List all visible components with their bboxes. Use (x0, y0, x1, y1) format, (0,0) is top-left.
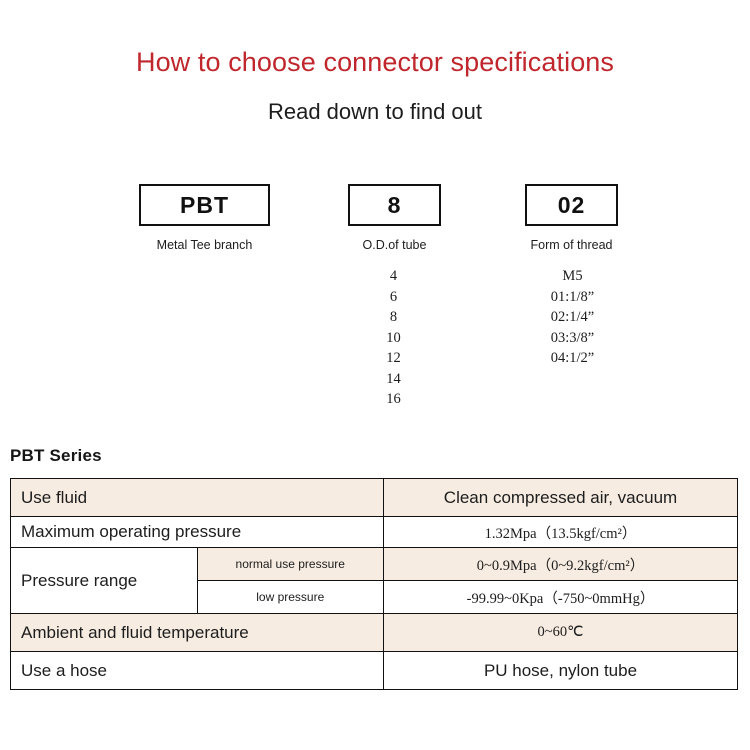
spec-label-temperature: Ambient and fluid temperature (10, 613, 384, 652)
code-box-thread-form: 02 (525, 184, 618, 226)
specification-table: Use fluid Clean compressed air, vacuum M… (10, 478, 738, 690)
table-row: Use a hose PU hose, nylon tube (10, 651, 738, 690)
spec-label-hose: Use a hose (10, 651, 384, 690)
code-option: 6 (389, 288, 398, 305)
spec-value-low-pressure: -99.99~0Kpa（-750~0mmHg） (383, 580, 738, 614)
table-row: Ambient and fluid temperature 0~60℃ (10, 613, 738, 652)
code-option: 03:3/8” (550, 329, 595, 346)
code-caption-tube-od: O.D.of tube (362, 238, 427, 252)
table-row: Maximum operating pressure 1.32Mpa（13.5k… (10, 516, 738, 548)
code-options-thread-form: M5 01:1/8” 02:1/4” 03:3/8” 04:1/2” (527, 266, 618, 369)
code-box-tube-od: 8 (348, 184, 441, 226)
spec-sublabel-normal-use-pressure: normal use pressure (196, 547, 384, 581)
page-subtitle: Read down to find out (267, 99, 483, 124)
spec-sublabel-low-pressure: low pressure (196, 580, 384, 614)
series-heading: PBT Series (10, 446, 102, 465)
code-option: M5 (562, 268, 583, 284)
code-option: 10 (386, 329, 401, 346)
code-option: 8 (389, 309, 398, 325)
spec-value-hose: PU hose, nylon tube (383, 651, 738, 690)
table-row: Pressure range normal use pressure 0~0.9… (10, 547, 738, 614)
code-option: 4 (389, 268, 398, 284)
table-row: Use fluid Clean compressed air, vacuum (10, 478, 738, 517)
code-caption-thread-form: Form of thread (530, 238, 613, 252)
code-box-series: PBT (139, 184, 270, 226)
spec-value-use-fluid: Clean compressed air, vacuum (383, 478, 738, 517)
spec-label-max-pressure: Maximum operating pressure (10, 516, 384, 548)
code-option: 16 (386, 391, 401, 407)
code-column-tube-od: 8 O.D.of tube 4 6 8 10 12 14 16 (348, 184, 441, 410)
code-column-thread-form: 02 Form of thread M5 01:1/8” 02:1/4” 03:… (525, 184, 618, 369)
code-column-series: PBT Metal Tee branch (139, 184, 270, 266)
spec-value-max-pressure: 1.32Mpa（13.5kgf/cm²） (383, 516, 738, 548)
spec-value-normal-use-pressure: 0~0.9Mpa（0~9.2kgf/cm²） (383, 547, 738, 581)
code-caption-series: Metal Tee branch (156, 238, 253, 252)
code-option: 02:1/4” (550, 309, 595, 325)
code-option: 01:1/8” (550, 288, 595, 305)
spec-label-pressure-range: Pressure range (10, 547, 198, 614)
code-options-tube-od: 4 6 8 10 12 14 16 (346, 266, 441, 410)
code-option: 12 (386, 350, 401, 366)
code-option: 14 (386, 370, 401, 387)
page-title: How to choose connector specifications (135, 47, 615, 77)
code-option: 04:1/2” (550, 350, 595, 366)
table-row: low pressure -99.99~0Kpa（-750~0mmHg） (11, 580, 738, 614)
part-number-breakdown: PBT Metal Tee branch 8 O.D.of tube 4 6 8… (139, 184, 618, 410)
spec-value-temperature: 0~60℃ (383, 613, 738, 652)
spec-label-use-fluid: Use fluid (10, 478, 384, 517)
